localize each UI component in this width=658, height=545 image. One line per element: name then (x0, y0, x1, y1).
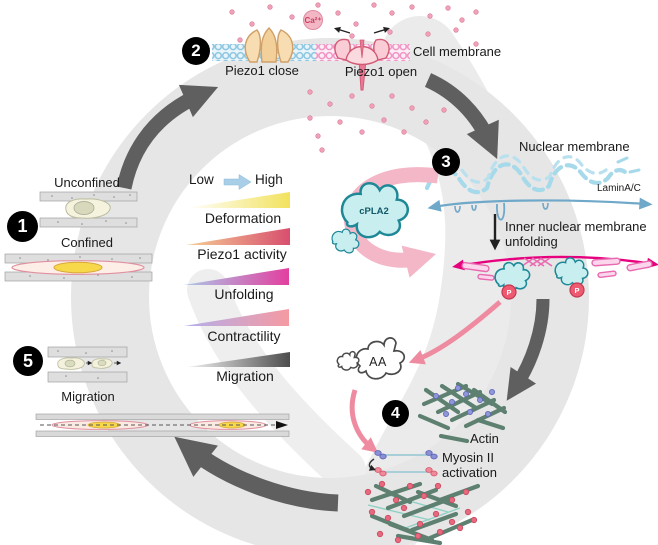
unconfined-channel (39, 191, 138, 228)
low-high-arrow-icon (223, 174, 252, 190)
arrow-aa-to-myosin (349, 389, 378, 453)
piezo1-open-channel (333, 26, 391, 91)
cell-membrane-label: Cell membrane (413, 44, 502, 59)
migration-channel-long (35, 413, 290, 437)
step-badge-5: 5 (13, 346, 43, 376)
direction-arrowhead (276, 421, 288, 429)
cycle-flow-arrows (116, 73, 550, 512)
aa-label: AA (369, 355, 387, 369)
arrow-to-aa (408, 300, 502, 365)
membrane-braid (521, 257, 553, 267)
step-badge-3: 3 (432, 148, 460, 176)
myosin-label-line1: Myosin II (442, 450, 495, 465)
step-badge-2: 2 (182, 37, 210, 65)
inner-membrane-label-line1: Inner nuclear membrane (505, 219, 647, 234)
inactive-myosin-dots (432, 384, 495, 417)
piezo1-closed-channel (244, 27, 294, 63)
migration-channel-short (47, 346, 128, 383)
step-number: 2 (191, 41, 201, 60)
legend-label-unfolding: Unfolding (214, 286, 274, 302)
flow-arrow-step2-to-3 (424, 73, 499, 160)
phosphate-label: P (574, 286, 579, 295)
calcium-ions (229, 2, 479, 153)
piezo1-open-label: Piezo1 open (344, 64, 418, 79)
inner-nuclear-membrane (452, 255, 658, 281)
phosphate-circle (569, 282, 585, 298)
inner-membrane-label-line2: unfolding (505, 234, 558, 249)
myosin-activation-arrow (368, 458, 376, 471)
migration-step-label: Migration (61, 389, 115, 404)
legend-high-label: High (255, 172, 283, 187)
legend-label-piezo1-activity: Piezo1 activity (197, 246, 287, 262)
nuclear-membrane-wavy (424, 154, 641, 195)
legend-label-migration: Migration (216, 368, 274, 384)
phosphate-label: P (506, 288, 511, 297)
step-badge-4: 4 (382, 400, 409, 427)
actomyosin-mesh-active (364, 480, 481, 545)
legend-low-label: Low (189, 172, 214, 187)
unconfined-nucleus (73, 201, 95, 215)
legend-label-contractility: Contractility (207, 328, 281, 344)
flow-arrow-step1-to-2 (116, 84, 219, 190)
step-badge-1: 1 (7, 211, 38, 242)
lamin-line (427, 197, 653, 221)
step-number: 3 (441, 152, 451, 171)
cpla2-label: cPLA2 (359, 206, 389, 217)
unconfined-label: Unconfined (54, 175, 120, 190)
confined-channel (4, 253, 153, 282)
step-number: 4 (391, 404, 400, 422)
myosin-label-line2: activation (442, 465, 497, 480)
cpla2-enzyme: cPLA2 (331, 182, 409, 254)
flow-arrow-step4-to-5 (174, 436, 339, 512)
cpla2-on-membrane: P P (494, 257, 589, 300)
cycle-ring (71, 38, 589, 545)
calcium-ion-badge: Ca²⁺ (303, 10, 323, 30)
step-number: 5 (22, 350, 33, 371)
confined-nucleus (53, 261, 103, 274)
step-number: 1 (17, 216, 28, 236)
active-myosin-dots (364, 480, 478, 544)
lamin-label: LaminA/C (597, 183, 641, 194)
myosin-dumbbells (368, 450, 438, 477)
calcium-ion-label: Ca²⁺ (304, 16, 321, 25)
aa-arachidonic-acid: AA (336, 337, 406, 380)
legend-label-deformation: Deformation (204, 210, 282, 226)
flow-arrow-step3-to-4 (506, 298, 550, 401)
actin-label: Actin (470, 431, 499, 446)
phosphate-circle (501, 284, 517, 300)
confined-label: Confined (60, 235, 114, 250)
piezo1-close-label: Piezo1 close (225, 63, 299, 78)
nuclear-membrane-label: Nuclear membrane (519, 139, 630, 154)
actin-mesh (417, 381, 508, 444)
